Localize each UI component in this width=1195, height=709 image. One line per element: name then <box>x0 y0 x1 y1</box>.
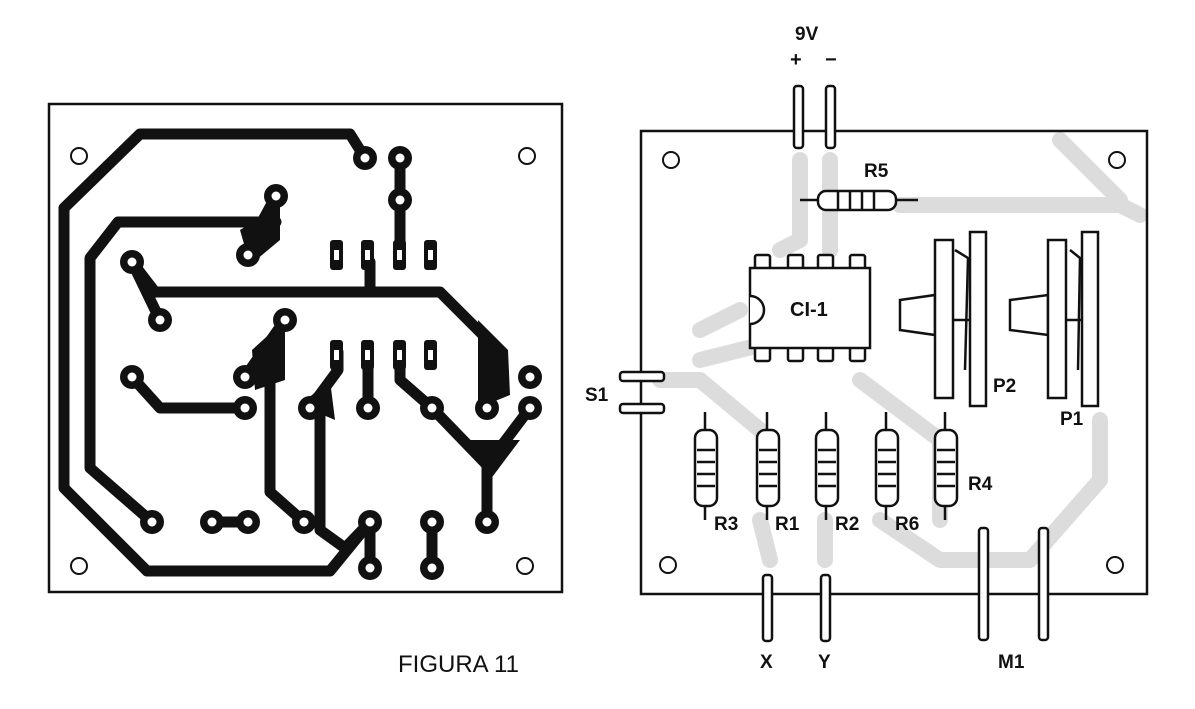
label-r1: R1 <box>775 514 800 535</box>
mounting-hole <box>516 557 534 575</box>
label-plus: + <box>790 49 802 71</box>
copper-blobs <box>240 205 520 480</box>
label-r2: R2 <box>835 514 859 535</box>
round-pad-holes <box>127 153 535 573</box>
potentiometer-p1 <box>1008 230 1100 408</box>
figure-caption: FIGURA 11 <box>398 651 519 678</box>
pcb-copper-layout <box>47 102 564 594</box>
ic-pads <box>330 240 437 370</box>
resistor-r1 <box>755 412 781 520</box>
label-ci1: CI-1 <box>790 299 828 321</box>
label-r4: R4 <box>968 474 993 495</box>
mounting-hole <box>518 147 536 165</box>
mounting-hole <box>1108 151 1126 169</box>
label-supply-voltage: 9V <box>795 24 819 45</box>
switch-s1-pins <box>618 370 666 415</box>
resistor-r3 <box>693 412 719 520</box>
label-r5: R5 <box>864 161 889 182</box>
label-y: Y <box>818 652 831 673</box>
label-s1: S1 <box>585 385 609 406</box>
pcb-board-outline <box>47 102 564 594</box>
resistor-r5 <box>800 189 918 212</box>
potentiometer-p2 <box>898 230 988 408</box>
resistor-r4 <box>933 412 959 520</box>
label-m1: M1 <box>998 652 1025 673</box>
ic-ci1 <box>748 253 872 363</box>
resistor-r2 <box>814 412 840 520</box>
pcb-component-layout <box>618 84 1149 643</box>
output-pins <box>761 526 1050 643</box>
resistor-r6 <box>874 412 900 520</box>
ghost-traces <box>652 132 1148 568</box>
supply-pins <box>792 84 837 150</box>
mounting-hole <box>70 147 88 165</box>
copper-traces <box>58 128 536 577</box>
label-r3: R3 <box>714 514 738 535</box>
mounting-hole <box>662 151 680 169</box>
mounting-hole <box>659 556 677 574</box>
ic-pad-holes <box>334 250 433 360</box>
label-p2: P2 <box>993 376 1016 397</box>
mounting-hole <box>1106 556 1124 574</box>
pcb-board-outline <box>639 129 1149 596</box>
label-x: X <box>760 652 773 673</box>
mounting-hole <box>70 557 88 575</box>
label-r6: R6 <box>895 514 919 535</box>
label-minus: − <box>825 49 837 71</box>
label-p1: P1 <box>1060 409 1084 430</box>
